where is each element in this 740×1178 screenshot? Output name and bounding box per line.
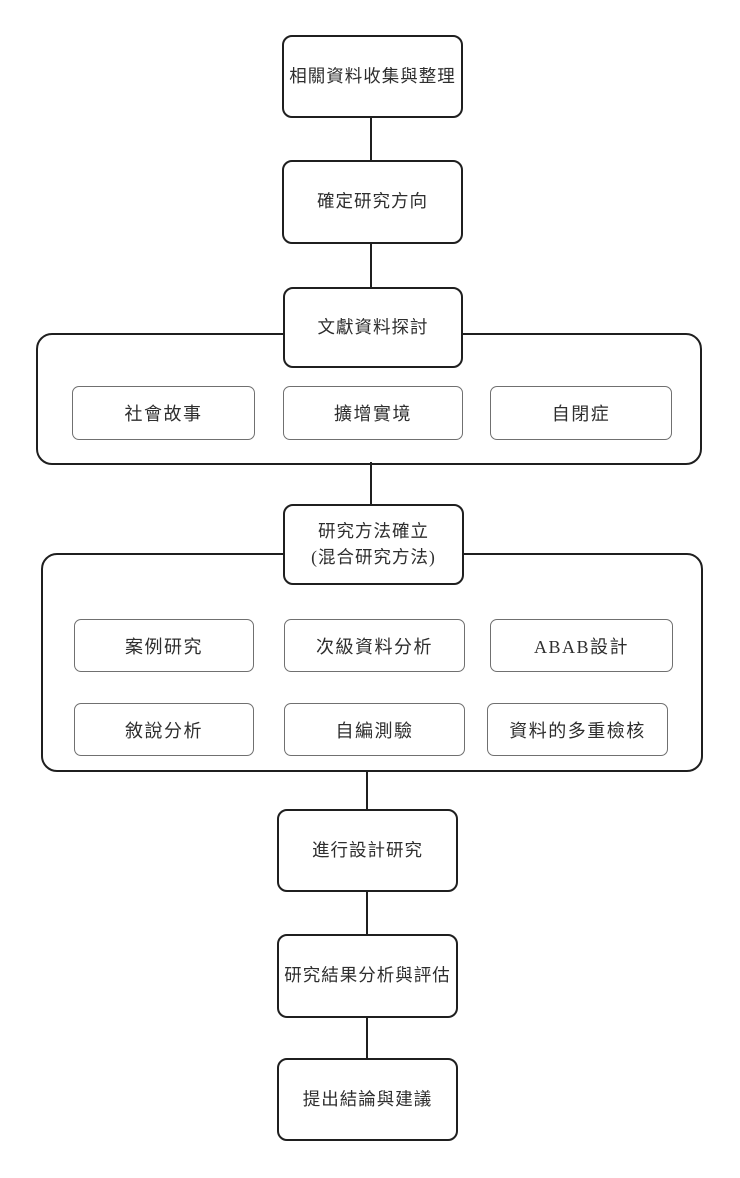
item-data-triangulation-label: 資料的多重檢核 <box>509 720 646 741</box>
item-narrative-analysis-label: 敘說分析 <box>125 720 203 741</box>
item-augmented-reality: 擴增實境 <box>283 386 463 440</box>
node-determine-direction-label: 確定研究方向 <box>317 191 428 212</box>
node-conduct-design-research: 進行設計研究 <box>277 809 458 892</box>
node-result-analysis-evaluation: 研究結果分析與評估 <box>277 934 458 1018</box>
item-secondary-data-analysis: 次級資料分析 <box>284 619 465 672</box>
item-case-study: 案例研究 <box>74 619 254 672</box>
node-conclusion-suggestions-label: 提出結論與建議 <box>302 1088 433 1109</box>
connector-direction-literature <box>370 242 373 290</box>
item-autism: 自閉症 <box>490 386 672 440</box>
node-collect-data: 相關資料收集與整理 <box>282 35 463 118</box>
connector-collect-direction <box>370 116 373 164</box>
item-abab-design: ABAB設計 <box>490 619 673 672</box>
item-self-made-test-label: 自編測驗 <box>335 720 414 741</box>
item-narrative-analysis: 敘說分析 <box>74 703 254 756</box>
node-conduct-design-research-label: 進行設計研究 <box>312 839 423 860</box>
connector-evaluate-conclude <box>366 1016 369 1062</box>
item-abab-design-label: ABAB設計 <box>533 636 629 657</box>
connector-method-design <box>366 770 369 812</box>
item-social-story: 社會故事 <box>72 386 255 440</box>
node-result-analysis-evaluation-label: 研究結果分析與評估 <box>284 965 451 986</box>
node-research-method-sublabel: (混合研究方法) <box>311 546 436 567</box>
item-self-made-test: 自編測驗 <box>284 703 465 756</box>
item-social-story-label: 社會故事 <box>124 404 203 424</box>
node-research-method: 研究方法確立 (混合研究方法) <box>283 504 464 585</box>
node-literature-review: 文獻資料探討 <box>283 287 463 368</box>
node-literature-review-label: 文獻資料探討 <box>317 316 429 337</box>
connector-literature-method <box>370 462 373 508</box>
node-determine-direction: 確定研究方向 <box>282 160 463 244</box>
node-conclusion-suggestions: 提出結論與建議 <box>277 1058 458 1141</box>
node-research-method-label: 研究方法確立 <box>318 521 429 542</box>
item-case-study-label: 案例研究 <box>125 636 203 657</box>
connector-design-evaluate <box>366 890 369 938</box>
item-data-triangulation: 資料的多重檢核 <box>487 703 668 756</box>
item-autism-label: 自閉症 <box>551 404 611 424</box>
item-augmented-reality-label: 擴增實境 <box>334 404 412 424</box>
item-secondary-data-analysis-label: 次級資料分析 <box>316 636 433 657</box>
node-collect-data-label: 相關資料收集與整理 <box>289 65 456 86</box>
